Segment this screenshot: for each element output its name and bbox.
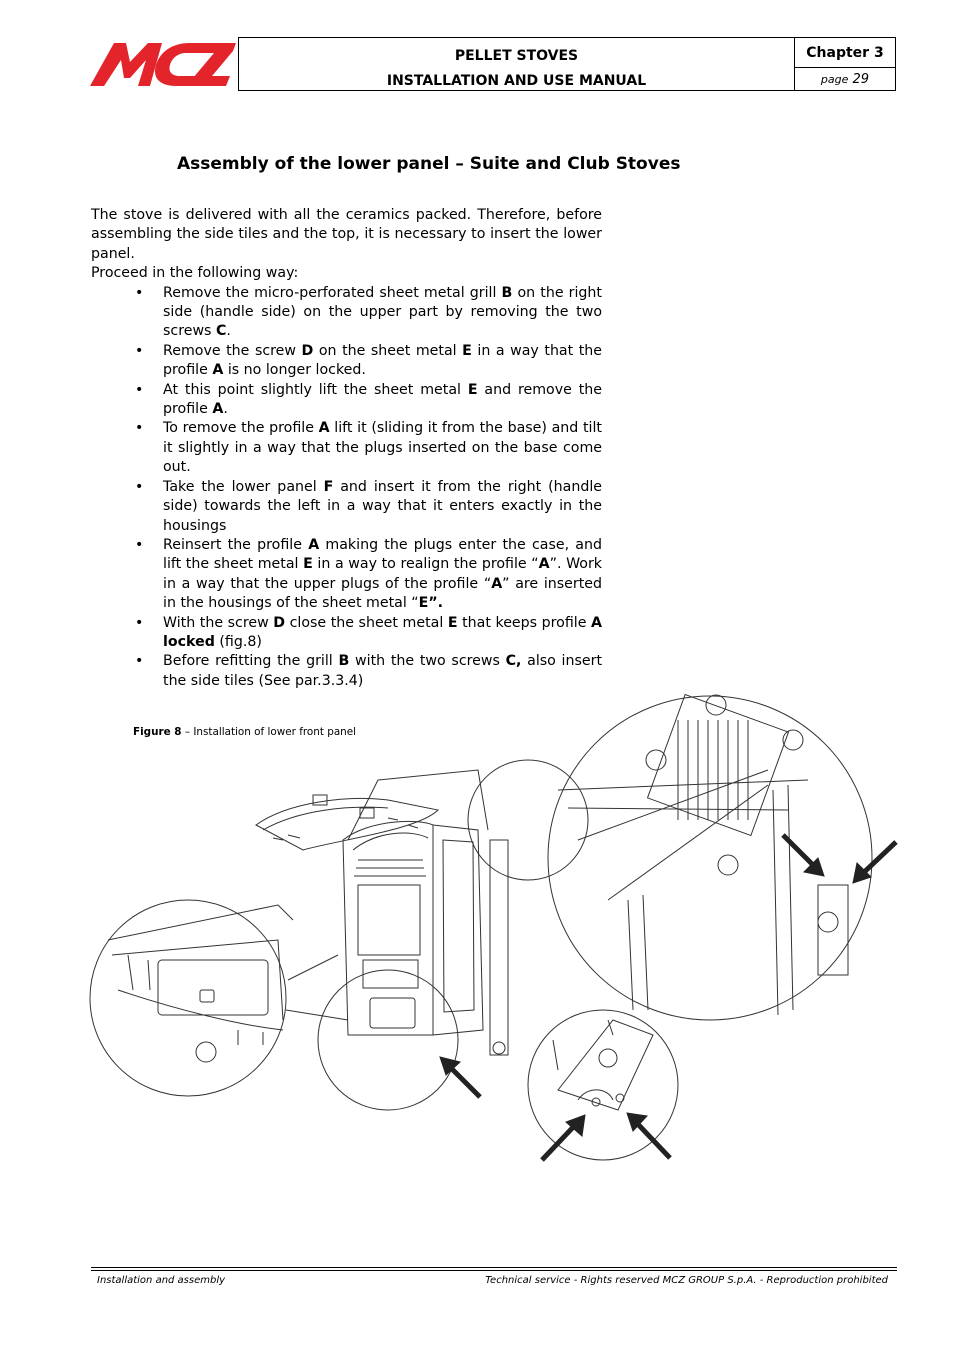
footer-right: Technical service - Rights reserved MCZ … <box>485 1275 888 1286</box>
footer-left: Installation and assembly <box>97 1275 226 1286</box>
page-label: page <box>820 73 849 86</box>
step-text: making the plugs enter the case, and lif… <box>163 536 602 573</box>
step-bold-ref: E <box>467 381 478 398</box>
step-bold-ref: A <box>491 575 503 592</box>
step-item: Remove the screw D on the sheet metal E … <box>135 342 603 381</box>
step-text: in a way that the profile <box>163 342 603 379</box>
header-title: PELLET STOVES INSTALLATION AND USE MANUA… <box>239 38 795 90</box>
step-item: Remove the micro-perforated sheet metal … <box>135 284 602 342</box>
chapter-label: Chapter 3 <box>795 38 895 68</box>
detail-circle-profile <box>547 693 873 1021</box>
step-text: Reinsert the profile <box>163 536 309 553</box>
step-text: is no longer locked. <box>223 362 366 379</box>
header-box: PELLET STOVES INSTALLATION AND USE MANUA… <box>238 37 896 91</box>
header-chapter-box: Chapter 3 page 29 <box>795 38 895 90</box>
step-bold-ref: A <box>318 420 330 437</box>
detail-circle-plugs <box>527 1009 679 1161</box>
body-text: The stove is delivered with all the cera… <box>91 206 602 691</box>
step-bold-ref: D <box>273 614 286 631</box>
step-bold-ref: E <box>462 342 472 359</box>
intro-paragraph: The stove is delivered with all the cera… <box>91 207 602 262</box>
page-number: 29 <box>852 72 870 87</box>
step-item: With the screw D close the sheet metal E… <box>135 614 602 653</box>
step-text: . <box>223 401 228 418</box>
steps-list: Remove the micro-perforated sheet metal … <box>91 284 602 692</box>
step-text: in a way to realign the profile “ <box>312 556 539 573</box>
detail-circle-lower-panel <box>89 899 294 1097</box>
step-text: with the two screws <box>349 653 506 670</box>
top-plate <box>255 794 440 851</box>
step-text: . <box>226 323 231 340</box>
step-bold-ref: F <box>323 478 334 495</box>
step-text: Take the lower panel <box>163 478 324 495</box>
assembly-figure <box>89 693 898 1162</box>
proceed-line: Proceed in the following way: <box>91 265 299 282</box>
step-text: and remove the profile <box>163 381 602 418</box>
step-text: To remove the profile <box>163 420 319 437</box>
step-bold-ref: C, <box>505 653 522 670</box>
step-item: Reinsert the profile A making the plugs … <box>135 536 602 614</box>
figure-caption-label: Figure 8 <box>133 726 182 738</box>
step-text: With the screw <box>163 614 274 631</box>
step-text: ”. Work in a way that the upper plugs of… <box>163 556 602 592</box>
header-title-line2: INSTALLATION AND USE MANUAL <box>386 73 647 89</box>
step-bold-ref: B <box>338 653 350 670</box>
figure-caption-text: – Installation of lower front panel <box>181 726 357 738</box>
step-text: (fig.8) <box>214 633 262 650</box>
step-item: Take the lower panel F and insert it fro… <box>135 478 602 536</box>
step-text: Remove the micro-perforated sheet metal … <box>163 284 502 301</box>
step-bold-ref: D <box>301 342 314 359</box>
step-item: At this point slightly lift the sheet me… <box>135 381 602 420</box>
arrows <box>439 833 898 1162</box>
footer-rule-2 <box>91 1270 897 1271</box>
stove-body <box>342 769 509 1056</box>
header-title-line1: PELLET STOVES <box>454 48 579 64</box>
step-text: ” are inserted in the housings of the sh… <box>163 575 602 612</box>
step-text: on the right side (handle side) on the u… <box>163 284 602 340</box>
step-bold-ref: A <box>308 536 320 553</box>
footer-rule <box>91 1267 897 1268</box>
step-bold-ref: E <box>447 614 458 631</box>
step-text: Remove the screw <box>163 342 302 359</box>
step-text: and insert it from the right (handle sid… <box>163 478 602 534</box>
step-text: At this point slightly lift the sheet me… <box>163 381 468 398</box>
step-text: also insert the side tiles (See par.3.3.… <box>163 653 603 689</box>
page-indicator: page 29 <box>795 68 895 91</box>
step-item: Before refitting the grill B with the tw… <box>135 652 603 691</box>
step-bold-ref: A locked <box>163 614 602 650</box>
step-text: that keeps profile <box>457 614 592 631</box>
section-title: Assembly of the lower panel – Suite and … <box>177 154 681 174</box>
step-item: To remove the profile A lift it (sliding… <box>135 419 602 477</box>
step-bold-ref: A <box>538 556 550 573</box>
mcz-logo <box>90 43 236 86</box>
figure-caption: Figure 8 – Installation of lower front p… <box>133 726 356 738</box>
step-bold-ref: B <box>501 284 513 301</box>
step-text: lift it (sliding it from the base) and t… <box>163 420 602 476</box>
step-text: close the sheet metal <box>285 614 448 631</box>
step-bold-ref: A <box>212 401 224 418</box>
step-text: Before refitting the grill <box>163 653 339 670</box>
step-text: on the sheet metal <box>313 342 463 359</box>
step-bold-ref: C <box>215 323 227 340</box>
step-bold-ref: E”. <box>418 595 444 612</box>
step-bold-ref: E <box>303 556 313 573</box>
step-bold-ref: A <box>212 362 224 379</box>
